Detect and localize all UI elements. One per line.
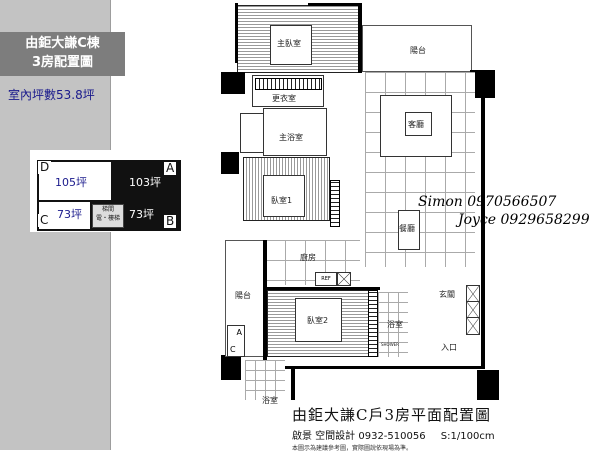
entrance-label: 入口 — [441, 343, 457, 352]
floor-plan: 主臥室 更衣室 主浴室 陽台 客廳 餐廳 臥室1 廚房 REF 陽台 A C 臥… — [215, 0, 500, 405]
unit-b-letter: B — [164, 214, 177, 228]
closet-1-icon — [330, 180, 340, 227]
closet-2-icon — [368, 290, 378, 357]
bedroom-2-label: 臥室2 — [307, 316, 329, 325]
disclaimer-note: 本圖示為建議參考圖，實際圖說依現場為準。 — [292, 445, 413, 452]
unit-b-area: 73坪 — [129, 208, 154, 221]
closet-icon — [255, 78, 322, 90]
bathroom-lower — [245, 360, 285, 400]
master-bedroom-label: 主臥室 — [277, 39, 301, 48]
contact-simon: Simon 0970566507 — [418, 194, 557, 210]
core-label-2: 電・樓梯 — [95, 215, 120, 222]
title-line-2: 3房配置圖 — [31, 55, 94, 70]
ac-letter-a: A — [236, 328, 242, 337]
dressing-room — [252, 75, 324, 107]
shaft-icon — [337, 272, 351, 286]
title-line-1: 由鉅大謙C棟 — [25, 36, 100, 51]
master-bath — [263, 108, 327, 156]
key-plan: 梯間 電・樓梯 D 105坪 A 103坪 C 73坪 B 73坪 — [30, 150, 183, 232]
unit-c-letter: C — [38, 213, 51, 227]
dining-table-icon — [398, 210, 420, 250]
living-room-label: 客廳 — [408, 120, 424, 129]
scale-label: S:1/100cm — [440, 431, 495, 442]
plan-title: 由鉅大謙C戶3房平面配置圖 — [292, 406, 492, 424]
unit-d-letter: D — [38, 160, 52, 174]
shoe-cabinet-icon — [466, 317, 480, 335]
balcony-top-label: 陽台 — [410, 46, 426, 55]
balcony-top — [362, 25, 472, 72]
fridge-icon: REF — [315, 272, 337, 286]
core-stair-elevator: 梯間 電・樓梯 — [92, 204, 124, 228]
kitchen-label: 廚房 — [300, 253, 316, 262]
dressing-room-label: 更衣室 — [272, 94, 296, 103]
bed-1-icon — [263, 175, 305, 217]
ac-unit: A C — [227, 325, 245, 357]
master-bed-icon — [270, 25, 312, 65]
bedroom-1-label: 臥室1 — [271, 196, 293, 205]
indoor-area-label: 室內坪數53.8坪 — [8, 88, 95, 102]
unit-a-area: 103坪 — [129, 176, 161, 189]
shower-label: SHOWER — [381, 342, 399, 347]
shoe-cabinet-icon — [466, 301, 480, 319]
foyer-label: 玄關 — [439, 290, 455, 299]
unit-a-letter: A — [164, 161, 177, 175]
core-label-1: 梯間 — [101, 206, 114, 213]
unit-d — [39, 162, 113, 202]
unit-d-area: 105坪 — [55, 176, 87, 189]
balcony-left-label: 陽台 — [235, 291, 251, 300]
unit-c-area: 73坪 — [57, 208, 82, 221]
master-bath-label: 主浴室 — [279, 133, 303, 142]
contact-info: Simon 0970566507 Joyce 0929658299 — [418, 193, 590, 229]
bathroom-lower-label: 浴室 — [262, 396, 278, 405]
living-dining-floor — [365, 72, 475, 267]
coffee-table-icon — [405, 112, 432, 136]
page-title: 由鉅大謙C棟 3房配置圖 — [0, 32, 125, 76]
designer-info: 啟景 空間設計 0932-510056 — [292, 431, 426, 442]
contact-joyce: Joyce 0929658299 — [458, 212, 590, 228]
dining-room-label: 餐廳 — [399, 224, 415, 233]
bathroom — [378, 292, 408, 357]
plan-footer: 由鉅大謙C戶3房平面配置圖 啟景 空間設計 0932-510056 S:1/10… — [292, 404, 495, 452]
bathroom-label: 浴室 — [387, 320, 403, 329]
bathtub-icon — [240, 113, 264, 153]
ac-letter-c: C — [230, 345, 236, 354]
bed-2-icon — [295, 298, 342, 342]
